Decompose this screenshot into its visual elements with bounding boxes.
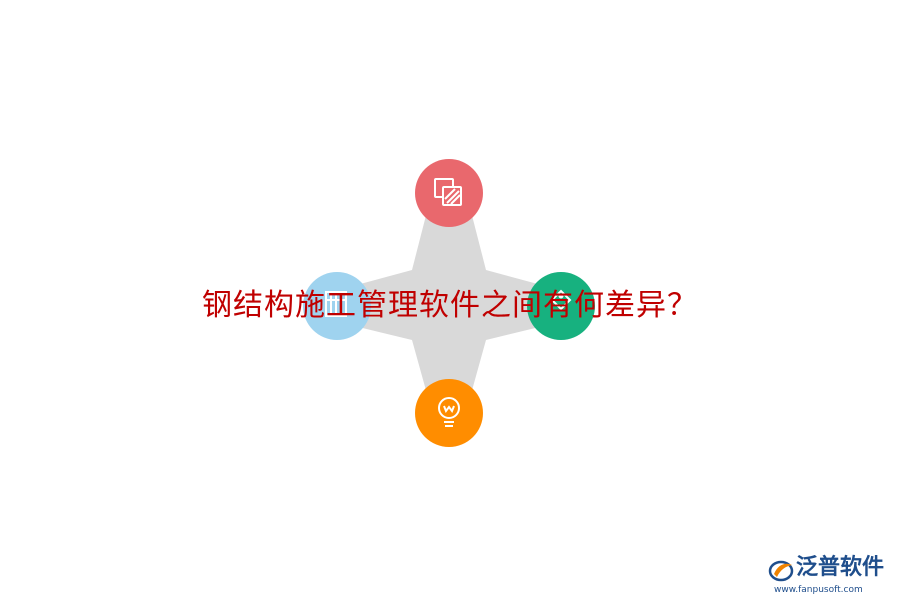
building-icon: [325, 291, 347, 317]
brand-name: 泛普软件: [796, 555, 885, 580]
brand-logo: 泛普软件 www.fanpusoft.com: [768, 552, 892, 598]
star-connector-shape: [338, 192, 560, 412]
tag-icon: [550, 289, 572, 311]
brand-url: www.fanpusoft.com: [774, 585, 863, 595]
brand-mark-icon: [768, 560, 794, 582]
page-title: 钢结构施工管理软件之间有何差异？: [202, 288, 698, 323]
node-bottom: [415, 379, 483, 447]
lightbulb-icon: [438, 397, 460, 427]
node-top: [415, 159, 483, 227]
node-bottom-circle: [415, 379, 483, 447]
node-left: [303, 272, 371, 340]
layers-icon: [434, 178, 462, 206]
node-right: [527, 272, 595, 340]
node-right-circle: [527, 272, 595, 340]
